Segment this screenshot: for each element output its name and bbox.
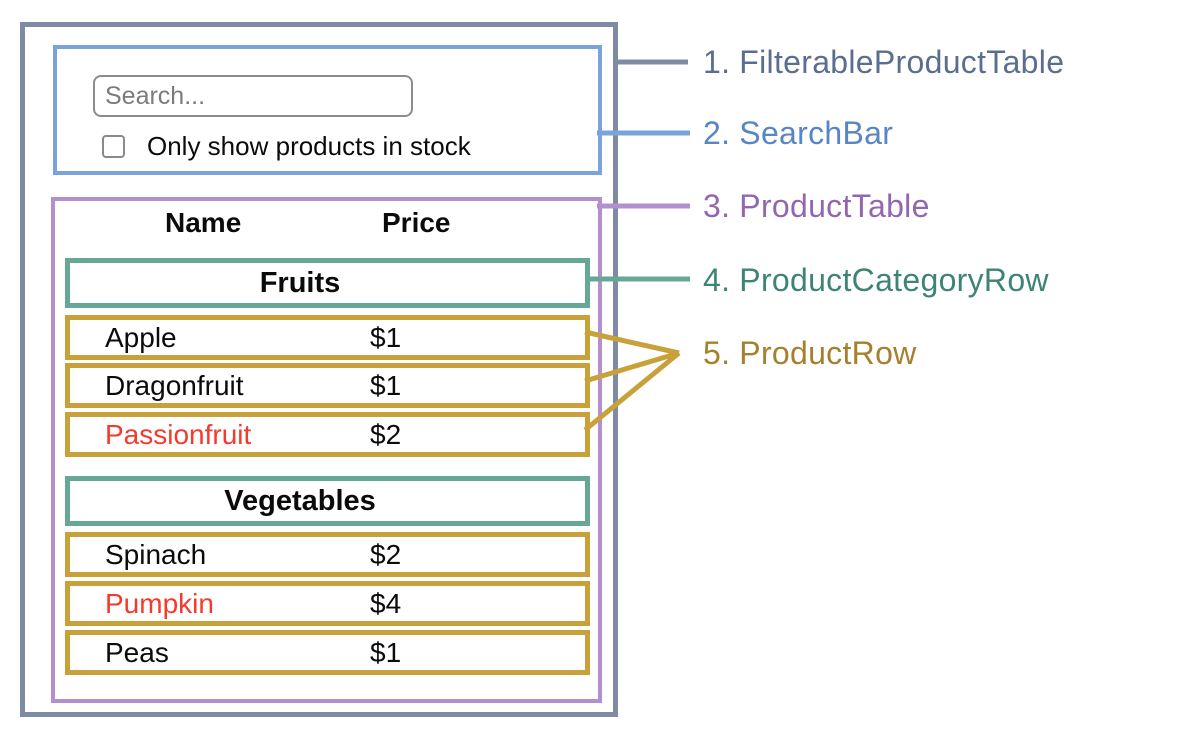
- product-price: $1: [370, 322, 402, 353]
- legend-item-product-table: 3.ProductTable: [703, 187, 930, 225]
- product-price: $2: [370, 539, 402, 570]
- product-name: Apple: [105, 322, 177, 353]
- legend-label: FilterableProductTable: [739, 44, 1065, 80]
- product-table-box: [51, 197, 602, 703]
- stock-checkbox[interactable]: [102, 135, 125, 158]
- search-input[interactable]: [93, 75, 413, 117]
- product-price: $1: [370, 370, 402, 401]
- product-name-out-of-stock: Passionfruit: [105, 419, 252, 450]
- legend-number: 5.: [703, 335, 731, 371]
- product-price: $2: [370, 419, 402, 450]
- legend-item-search-bar: 2.SearchBar: [703, 114, 893, 152]
- legend-number: 3.: [703, 188, 731, 224]
- legend-label: ProductCategoryRow: [739, 262, 1049, 298]
- legend-label: ProductTable: [739, 188, 930, 224]
- product-name-out-of-stock: Pumpkin: [105, 588, 214, 619]
- legend-number: 2.: [703, 115, 731, 151]
- product-name: Dragonfruit: [105, 370, 244, 401]
- product-row-dragonfruit: Dragonfruit $1: [65, 363, 590, 408]
- legend-label: SearchBar: [739, 115, 894, 151]
- search-bar-box: [53, 45, 602, 175]
- column-header-name: Name: [165, 207, 242, 238]
- product-row-peas: Peas $1: [65, 630, 590, 675]
- legend-item-product-row: 5.ProductRow: [703, 334, 917, 372]
- product-row-spinach: Spinach $2: [65, 532, 590, 577]
- column-header-price: Price: [382, 207, 451, 238]
- legend-item-filterable-product-table: 1.FilterableProductTable: [703, 43, 1064, 81]
- legend-item-product-category-row: 4.ProductCategoryRow: [703, 261, 1049, 299]
- product-price: $4: [370, 588, 402, 619]
- category-row-fruits: Fruits: [65, 258, 590, 308]
- legend-number: 4.: [703, 262, 731, 298]
- filterable-product-table-box: Only show products in stock Name Price F…: [20, 22, 618, 717]
- product-row-apple: Apple $1: [65, 315, 590, 360]
- stock-checkbox-label: Only show products in stock: [147, 131, 471, 161]
- product-row-pumpkin: Pumpkin $4: [65, 581, 590, 626]
- product-name: Peas: [105, 637, 169, 668]
- legend-number: 1.: [703, 44, 731, 80]
- product-name: Spinach: [105, 539, 207, 570]
- category-row-vegetables: Vegetables: [65, 476, 590, 526]
- legend-label: ProductRow: [739, 335, 917, 371]
- product-row-passionfruit: Passionfruit $2: [65, 412, 590, 457]
- product-price: $1: [370, 637, 402, 668]
